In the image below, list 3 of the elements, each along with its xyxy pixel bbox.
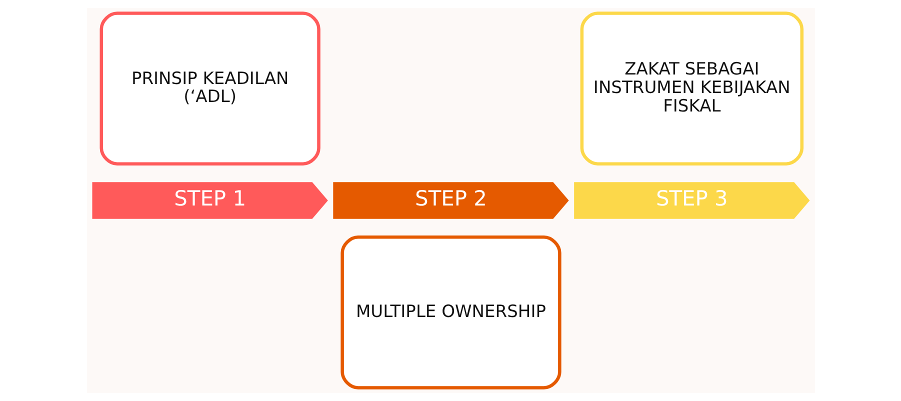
node-box: MULTIPLE OWNERSHIP <box>340 236 561 390</box>
node-box: PRINSIP KEADILAN (‘ADL) <box>99 12 320 166</box>
node-box: ZAKAT SEBAGAI INSTRUMEN KEBIJAKAN FISKAL <box>580 12 804 166</box>
